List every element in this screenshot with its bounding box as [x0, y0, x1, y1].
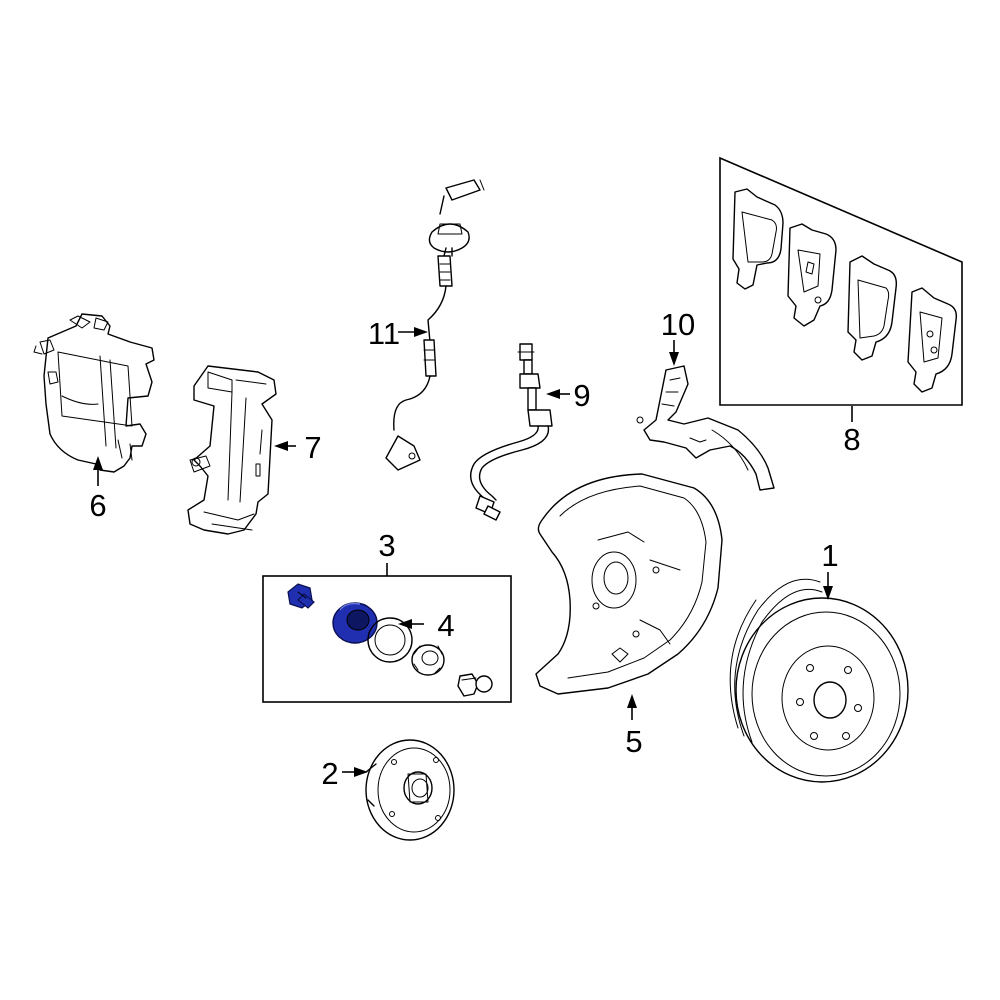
kit-bolt-highlighted — [287, 583, 315, 609]
wheel-bearing-kit[interactable]: 3 4 — [262, 528, 512, 703]
abs-wheel-speed-sensor[interactable]: 11 — [368, 179, 485, 471]
callout-2: 2 — [321, 756, 338, 791]
brake-pad-4 — [907, 287, 958, 393]
callout-9: 9 — [573, 378, 590, 413]
bearing-nut — [411, 644, 445, 676]
pad-set-box — [719, 156, 963, 406]
brake-bracket[interactable]: 10 — [636, 307, 775, 491]
callout-1: 1 — [821, 538, 838, 573]
callout-3: 3 — [378, 528, 395, 563]
snap-ring — [367, 617, 413, 663]
hub-nut-highlighted — [332, 602, 378, 644]
brake-pad-set[interactable]: 8 — [719, 156, 963, 457]
splash-shield[interactable]: 5 — [535, 473, 723, 759]
wheel-hub[interactable]: 2 — [321, 739, 455, 841]
caliper-mounting-bracket[interactable]: 7 — [187, 365, 322, 535]
brake-caliper[interactable]: 6 — [33, 313, 155, 523]
callout-4: 4 — [437, 608, 454, 643]
brake-hose[interactable]: 9 — [470, 343, 591, 521]
callout-6: 6 — [89, 488, 106, 523]
callout-11: 11 — [368, 316, 400, 351]
callout-8: 8 — [843, 422, 860, 457]
brake-pad-1 — [732, 188, 784, 290]
brake-pad-3 — [847, 255, 898, 361]
callout-10: 10 — [661, 307, 695, 342]
brake-pad-2 — [787, 223, 837, 327]
brake-rotor[interactable]: 1 — [729, 538, 909, 783]
callout-7: 7 — [304, 430, 321, 465]
callout-5: 5 — [625, 724, 642, 759]
wheel-stud — [457, 673, 493, 697]
